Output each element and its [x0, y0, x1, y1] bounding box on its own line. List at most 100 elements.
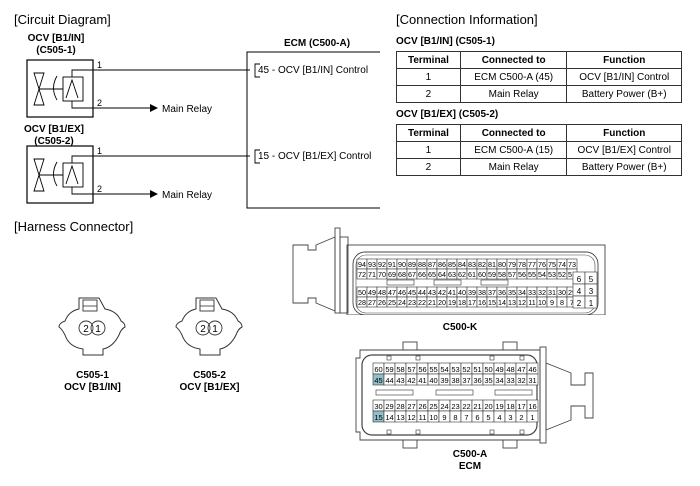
pin-number: 86 — [438, 260, 446, 269]
pin-number: 44 — [418, 288, 426, 297]
pin-number: 44 — [385, 376, 393, 385]
pin-number: 37 — [462, 376, 470, 385]
pin-number: 41 — [448, 288, 456, 297]
pin-number: 41 — [418, 376, 426, 385]
pin-number: 37 — [488, 288, 496, 297]
pin-number: 56 — [518, 270, 526, 279]
pin-number: 8 — [560, 298, 564, 307]
cell: Battery Power (B+) — [566, 85, 682, 103]
arrow-icon — [150, 104, 158, 112]
pin-number: 1 — [589, 299, 594, 308]
pin-number: 12 — [518, 298, 526, 307]
pin-number: 22 — [462, 402, 470, 411]
pin-number: 31 — [548, 288, 556, 297]
pin-number: 91 — [388, 260, 396, 269]
pin-number: 93 — [368, 260, 376, 269]
ocv-in-pin2: 2 — [97, 98, 102, 108]
pin-number: 66 — [418, 270, 426, 279]
pin-number: 24 — [440, 402, 448, 411]
cell: OCV [B1/IN] Control — [566, 68, 682, 86]
pin-number: 19 — [448, 298, 456, 307]
pin-number: 11 — [528, 298, 535, 307]
pin: 2 — [200, 324, 206, 335]
pin-number: 72 — [358, 270, 366, 279]
table-row: 1 ECM C500-A (45) OCV [B1/IN] Control — [396, 68, 682, 86]
valve-icon — [33, 72, 45, 106]
ecm-box — [246, 51, 380, 209]
pin-number: 74 — [558, 260, 566, 269]
pin-number: 9 — [442, 413, 446, 422]
pin-number: 70 — [378, 270, 386, 279]
pin-number: 43 — [396, 376, 404, 385]
latch-notch — [386, 429, 392, 435]
pin-number: 7 — [570, 298, 574, 307]
actuation-arrow-icon — [53, 75, 58, 101]
pin-number: 33 — [528, 288, 536, 297]
pin-number: 63 — [448, 270, 456, 279]
harness-connector-title: [Harness Connector] — [14, 219, 134, 234]
pin-number: 45 — [408, 288, 416, 297]
pin-number: 82 — [478, 260, 486, 269]
ocv-in-name: OCV [B1/IN] — [27, 33, 85, 44]
pin-number: 23 — [408, 298, 416, 307]
cell: 1 — [396, 141, 461, 159]
pin-number: 81 — [488, 260, 496, 269]
pin-number: 64 — [438, 270, 446, 279]
table-header-row: Terminal Connected to Function — [396, 51, 682, 69]
pin-cell — [584, 295, 598, 309]
pin-number: 32 — [538, 288, 546, 297]
pin-number: 48 — [506, 365, 514, 374]
header-connected-to: Connected to — [459, 51, 568, 69]
cell: Main Relay — [459, 85, 568, 103]
c500-a-sublabel: ECM — [458, 461, 482, 472]
ecm-terminal-45: 45 - OCV [B1/IN] Control — [258, 65, 369, 76]
pin-number: 17 — [468, 298, 476, 307]
pin-number: 30 — [558, 288, 566, 297]
pin-number: 35 — [484, 376, 492, 385]
pin-number: 23 — [451, 402, 459, 411]
header-terminal: Terminal — [396, 51, 461, 69]
ocv-ex-connector: (C505-2) — [34, 136, 74, 147]
table1-title: OCV [B1/IN] (C505-1) — [396, 36, 495, 47]
pin-number: 43 — [428, 288, 436, 297]
cell: ECM C500-A (15) — [459, 141, 568, 159]
pin-number: 79 — [508, 260, 516, 269]
pin-number: 18 — [458, 298, 466, 307]
pin-number: 13 — [396, 413, 404, 422]
pin-number: 40 — [429, 376, 437, 385]
pin: 1 — [212, 324, 218, 335]
pin-number: 20 — [438, 298, 446, 307]
pin-number: 28 — [358, 298, 366, 307]
pin-number: 75 — [548, 260, 556, 269]
pin-number: 13 — [508, 298, 516, 307]
pin-number: 53 — [451, 365, 459, 374]
cell: 1 — [396, 68, 461, 86]
c500-a-label: C500-A — [452, 449, 488, 460]
c505-2-sublabel: OCV [B1/EX] — [179, 382, 240, 393]
cell: OCV [B1/EX] Control — [566, 141, 682, 159]
pin-number: 35 — [508, 288, 516, 297]
pin-number: 4 — [497, 413, 501, 422]
pin-number: 18 — [506, 402, 514, 411]
pin-number: 77 — [528, 260, 536, 269]
pin-number: 92 — [378, 260, 386, 269]
pin-number: 62 — [458, 270, 466, 279]
pin-number: 80 — [498, 260, 506, 269]
pin-number: 39 — [440, 376, 448, 385]
cell: ECM C500-A (45) — [459, 68, 568, 86]
pin-number: 60 — [478, 270, 486, 279]
ocv-ex-pin1: 1 — [97, 146, 102, 156]
latch-notch — [415, 429, 421, 435]
header-function: Function — [566, 51, 682, 69]
pin-number: 69 — [388, 270, 396, 279]
c505-2-connector: 2 1 — [175, 297, 243, 356]
pin-number: 46 — [528, 365, 536, 374]
ocv-ex-relay: Main Relay — [162, 190, 212, 201]
pin-number: 73 — [568, 260, 576, 269]
pin-number: 68 — [398, 270, 406, 279]
pin-number: 16 — [528, 402, 536, 411]
pin-number: 22 — [418, 298, 426, 307]
pin-number: 38 — [478, 288, 486, 297]
pin-number: 8 — [453, 413, 457, 422]
